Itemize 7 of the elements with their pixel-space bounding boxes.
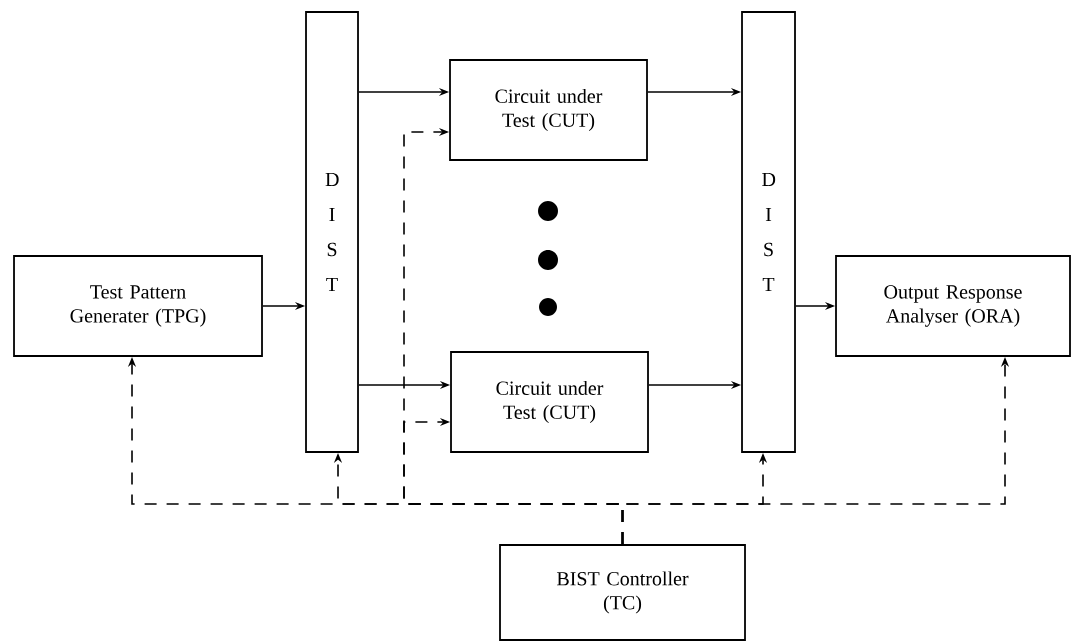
circuit-box: Circuit under Test (CUT): [450, 351, 649, 453]
generator-box: Test Pattern Generater (TPG): [13, 255, 263, 357]
analyser-box: Output Response Analyser (ORA): [835, 255, 1071, 357]
distributor-bar: D I S T: [305, 11, 359, 453]
circuit-box: Circuit under Test (CUT): [449, 59, 648, 161]
controller-box: BIST Controller (TC): [499, 544, 746, 641]
distributor-bar: D I S T: [741, 11, 796, 453]
